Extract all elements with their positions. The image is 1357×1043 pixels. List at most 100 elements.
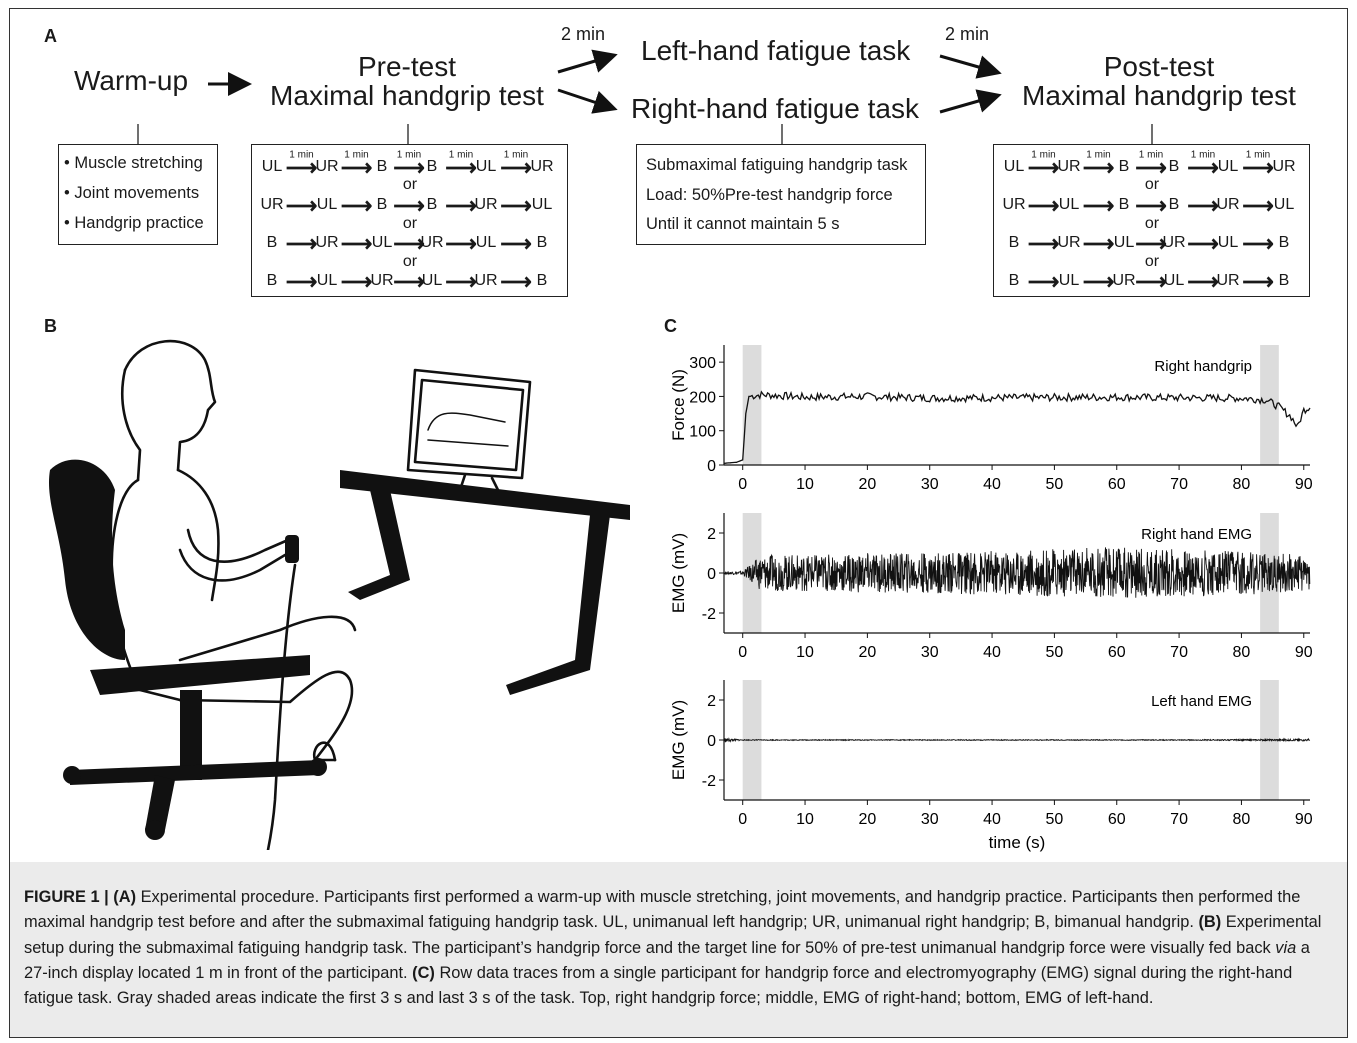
rest-interval-label: 1 min: [344, 149, 369, 161]
x-tick-label: 30: [921, 644, 939, 661]
arrow-right-post: [939, 89, 1002, 114]
arrow-icon: ⟶: [1027, 193, 1060, 218]
pretest-line1: Pre-test: [357, 51, 457, 82]
caption-tag-a: (A): [113, 888, 137, 906]
order-condition: UR: [315, 158, 339, 175]
emg-trace: [723, 737, 1311, 743]
order-condition: UL: [1273, 196, 1295, 213]
arrow-icon: ⟶: [445, 193, 477, 218]
arrow-icon: ⟶: [340, 231, 373, 256]
order-condition: UL: [531, 196, 553, 213]
order-condition: UR: [1057, 158, 1081, 175]
panel-label-b: B: [44, 316, 57, 336]
arrow-icon: ⟶: [393, 155, 425, 180]
arrow-icon: ⟶: [393, 193, 425, 218]
arrow-icon: ⟶: [500, 269, 532, 294]
chart-title: Right handgrip: [1154, 358, 1252, 375]
order-condition: UR: [315, 234, 339, 251]
arrow-icon: ⟶: [285, 155, 318, 180]
order-condition: UR: [370, 272, 394, 289]
caption-figure-number: FIGURE 1 |: [24, 888, 114, 906]
x-tick-label: 20: [858, 476, 876, 493]
arrow-icon: ⟶: [285, 231, 318, 256]
order-condition: B: [1278, 234, 1290, 251]
arrow-icon: ⟶: [1027, 269, 1060, 294]
or-separator: or: [1144, 176, 1160, 193]
x-tick-label: 10: [796, 644, 814, 661]
order-condition: B: [1008, 272, 1020, 289]
order-condition: B: [426, 196, 438, 213]
caption-text-via: via: [1275, 938, 1297, 957]
pretest-line2: Maximal handgrip test: [270, 80, 544, 112]
interval-label-1: 2 min: [561, 24, 606, 44]
arrow-icon: ⟶: [1135, 269, 1167, 294]
left-task-label: Left-hand fatigue task: [641, 35, 911, 66]
order-condition: B: [536, 234, 548, 251]
arrow-icon: ⟶: [393, 231, 425, 256]
or-separator: or: [402, 253, 418, 270]
order-condition: UL: [371, 234, 393, 251]
x-tick-label: 90: [1295, 811, 1313, 828]
shaded-window: [1260, 345, 1279, 465]
x-tick-label: 70: [1170, 476, 1188, 493]
order-condition: B: [266, 234, 278, 251]
order-condition: B: [1118, 196, 1130, 213]
order-condition: UL: [1217, 158, 1239, 175]
warmup-item: • Joint movements: [64, 184, 200, 202]
x-tick-label: 30: [921, 811, 939, 828]
arrow-icon: ⟶: [1027, 231, 1060, 256]
caption-tag-c: (C): [412, 963, 435, 982]
panel-label-a: A: [44, 26, 57, 46]
arrow-icon: ⟶: [340, 269, 373, 294]
chart-title: Right hand EMG: [1141, 526, 1252, 543]
x-tick-label: 80: [1233, 644, 1251, 661]
caption-text-a: Experimental procedure. Participants fir…: [24, 888, 1301, 932]
arrow-icon: ⟶: [500, 155, 532, 180]
x-tick-label: 60: [1108, 644, 1126, 661]
emg-trace: [723, 547, 1311, 598]
arrow-icon: ⟶: [285, 269, 318, 294]
arrow-icon: ⟶: [1242, 155, 1274, 180]
rest-interval-label: 1 min: [1086, 149, 1111, 161]
y-tick-label: 200: [689, 389, 716, 406]
rest-interval-label: 1 min: [396, 149, 422, 161]
order-condition: UR: [1272, 158, 1296, 175]
x-tick-label: 10: [796, 811, 814, 828]
arrow-icon: ⟶: [445, 231, 477, 256]
y-tick-label: 0: [707, 566, 716, 583]
order-condition: UL: [1003, 158, 1025, 175]
head-outline: [123, 339, 217, 472]
arrow-icon: ⟶: [1242, 269, 1274, 294]
arrow-icon: ⟶: [1082, 269, 1115, 294]
warmup-label: Warm-up: [74, 65, 189, 96]
order-condition: UL: [316, 196, 338, 213]
chair-back: [48, 459, 125, 660]
fatigue-item: Submaximal fatiguing handgrip task: [646, 156, 908, 174]
arrow-icon: ⟶: [500, 231, 532, 256]
order-condition: UR: [1002, 196, 1026, 213]
panel-label-c: C: [664, 316, 677, 336]
arrow-icon: ⟶: [1082, 193, 1115, 218]
arrow-icon: ⟶: [1187, 193, 1219, 218]
x-tick-label: 30: [921, 476, 939, 493]
y-tick-label: 2: [707, 526, 716, 543]
fatigue-box: Submaximal fatiguing handgrip task Load:…: [636, 144, 926, 245]
experimental-setup-illustration: [48, 339, 630, 850]
x-tick-label: 40: [983, 476, 1001, 493]
order-condition: B: [536, 272, 548, 289]
rest-interval-label: 1 min: [448, 149, 474, 161]
force-trace: [723, 390, 1311, 464]
posttest-title: Post-test Maximal handgrip test: [1014, 52, 1304, 111]
order-condition: B: [1168, 196, 1180, 213]
arrow-icon: ⟶: [445, 155, 477, 180]
order-condition: UR: [1112, 272, 1136, 289]
order-condition: UL: [1163, 272, 1185, 289]
arrow-icon: ⟶: [393, 269, 425, 294]
caption-text-b1: Experimental setup during the submaximal…: [24, 913, 1322, 957]
arrow-icon: ⟶: [340, 155, 373, 180]
y-tick-label: 100: [689, 424, 716, 441]
rest-interval-label: 1 min: [289, 149, 314, 161]
y-tick-label: 0: [707, 733, 716, 750]
